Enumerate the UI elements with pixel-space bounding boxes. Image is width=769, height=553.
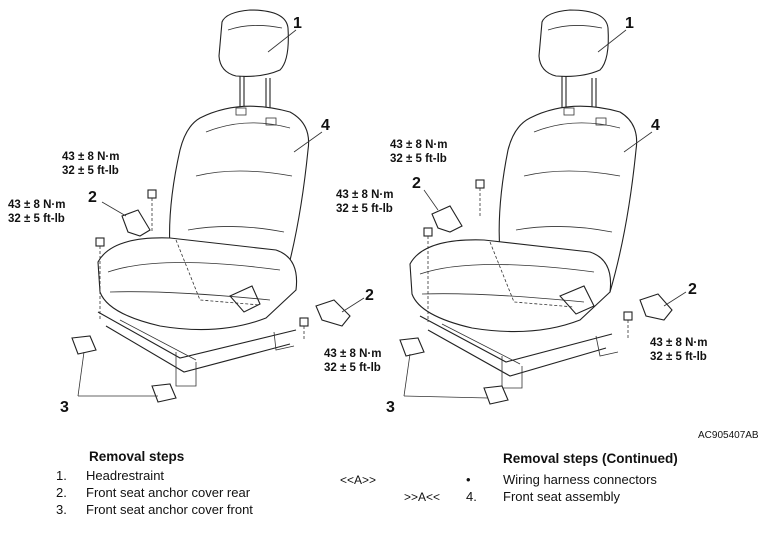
right-anchor-bracket-front	[639, 293, 673, 321]
list-item: >>A<<	[340, 489, 472, 506]
callout-number: 1	[625, 15, 634, 32]
right-anchor-cover-front	[399, 337, 425, 357]
torque-spec-imperial: 32 ± 5 ft-lb	[8, 213, 65, 225]
step-number: 4.	[466, 489, 477, 504]
left-seat-rails	[97, 285, 297, 387]
figure-id: AC905407AB	[698, 430, 759, 440]
step-text: Front seat anchor cover front	[86, 502, 253, 517]
callout-number: 2	[88, 189, 97, 206]
right-seat-rails	[419, 285, 619, 389]
list-item: • Wiring harness connectors	[466, 471, 678, 488]
left-bolt-icons	[95, 189, 309, 340]
torque-spec-imperial: 32 ± 5 ft-lb	[650, 351, 707, 363]
list-item: 2. Front seat anchor cover rear	[56, 484, 253, 501]
list-item: 1. Headrestraint	[56, 467, 253, 484]
step-number: •	[466, 472, 471, 487]
seat-removal-diagram: 1 4 2 2 3 43 ± 8 N·m 32 ± 5 ft-lb 43 ± 8…	[8, 9, 759, 440]
step-text: Headrestraint	[86, 468, 165, 483]
procedure-mark: >>A<<	[404, 490, 441, 504]
list-item: 4. Front seat assembly	[466, 488, 678, 505]
step-text: Front seat assembly	[503, 489, 621, 504]
removal-steps-list: Removal steps 1. Headrestraint 2. Front …	[56, 448, 253, 518]
step-text: Wiring harness connectors	[503, 472, 657, 487]
right-seat-illustration: 1 4 2 2 3 43 ± 8 N·m 32 ± 5 ft-lb 43 ± 8…	[336, 9, 707, 416]
step-number: 2.	[56, 485, 67, 500]
torque-spec-metric: 43 ± 8 N·m	[8, 199, 65, 211]
procedure-mark: <<A>>	[340, 473, 377, 487]
callout-number: 2	[412, 175, 421, 192]
left-anchor-bracket-rear	[121, 209, 151, 237]
left-headrest	[218, 9, 289, 110]
torque-spec-imperial: 32 ± 5 ft-lb	[336, 203, 393, 215]
callout-number: 3	[60, 399, 69, 416]
removal-steps-heading: Removal steps	[89, 449, 185, 464]
right-anchor-cover-rear	[483, 385, 509, 405]
torque-spec-metric: 43 ± 8 N·m	[390, 139, 447, 151]
step-number: 1.	[56, 468, 67, 483]
callout-number: 2	[688, 281, 697, 298]
torque-spec-imperial: 32 ± 5 ft-lb	[324, 362, 381, 374]
torque-spec-imperial: 32 ± 5 ft-lb	[390, 153, 447, 165]
left-seat-illustration: 1 4 2 2 3 43 ± 8 N·m 32 ± 5 ft-lb 43 ± 8…	[8, 9, 381, 416]
right-bolt-icons	[423, 179, 633, 338]
removal-steps-continued-heading: Removal steps (Continued)	[503, 451, 678, 466]
callout-number: 1	[293, 15, 302, 32]
right-headrest	[538, 9, 609, 112]
right-anchor-bracket-rear	[431, 205, 463, 233]
step-number: 3.	[56, 502, 67, 517]
torque-spec-metric: 43 ± 8 N·m	[336, 189, 393, 201]
removal-steps-continued-marks: <<A>> >>A<<	[340, 472, 472, 506]
right-seat-cushion	[409, 239, 612, 333]
left-seat-cushion	[97, 237, 298, 331]
torque-spec-metric: 43 ± 8 N·m	[650, 337, 707, 349]
left-anchor-cover-rear	[151, 383, 177, 403]
list-item: 3. Front seat anchor cover front	[56, 501, 253, 518]
torque-spec-metric: 43 ± 8 N·m	[324, 348, 381, 360]
left-anchor-bracket-front	[315, 299, 351, 327]
torque-spec-metric: 43 ± 8 N·m	[62, 151, 119, 163]
callout-number: 4	[651, 117, 660, 134]
callout-number: 2	[365, 287, 374, 304]
torque-spec-imperial: 32 ± 5 ft-lb	[62, 165, 119, 177]
callout-number: 4	[321, 117, 330, 134]
left-anchor-cover-front	[71, 335, 97, 355]
list-item: <<A>>	[340, 472, 472, 489]
step-text: Front seat anchor cover rear	[86, 485, 251, 500]
callout-number: 3	[386, 399, 395, 416]
removal-steps-continued-list: Removal steps (Continued) • Wiring harne…	[466, 451, 678, 505]
